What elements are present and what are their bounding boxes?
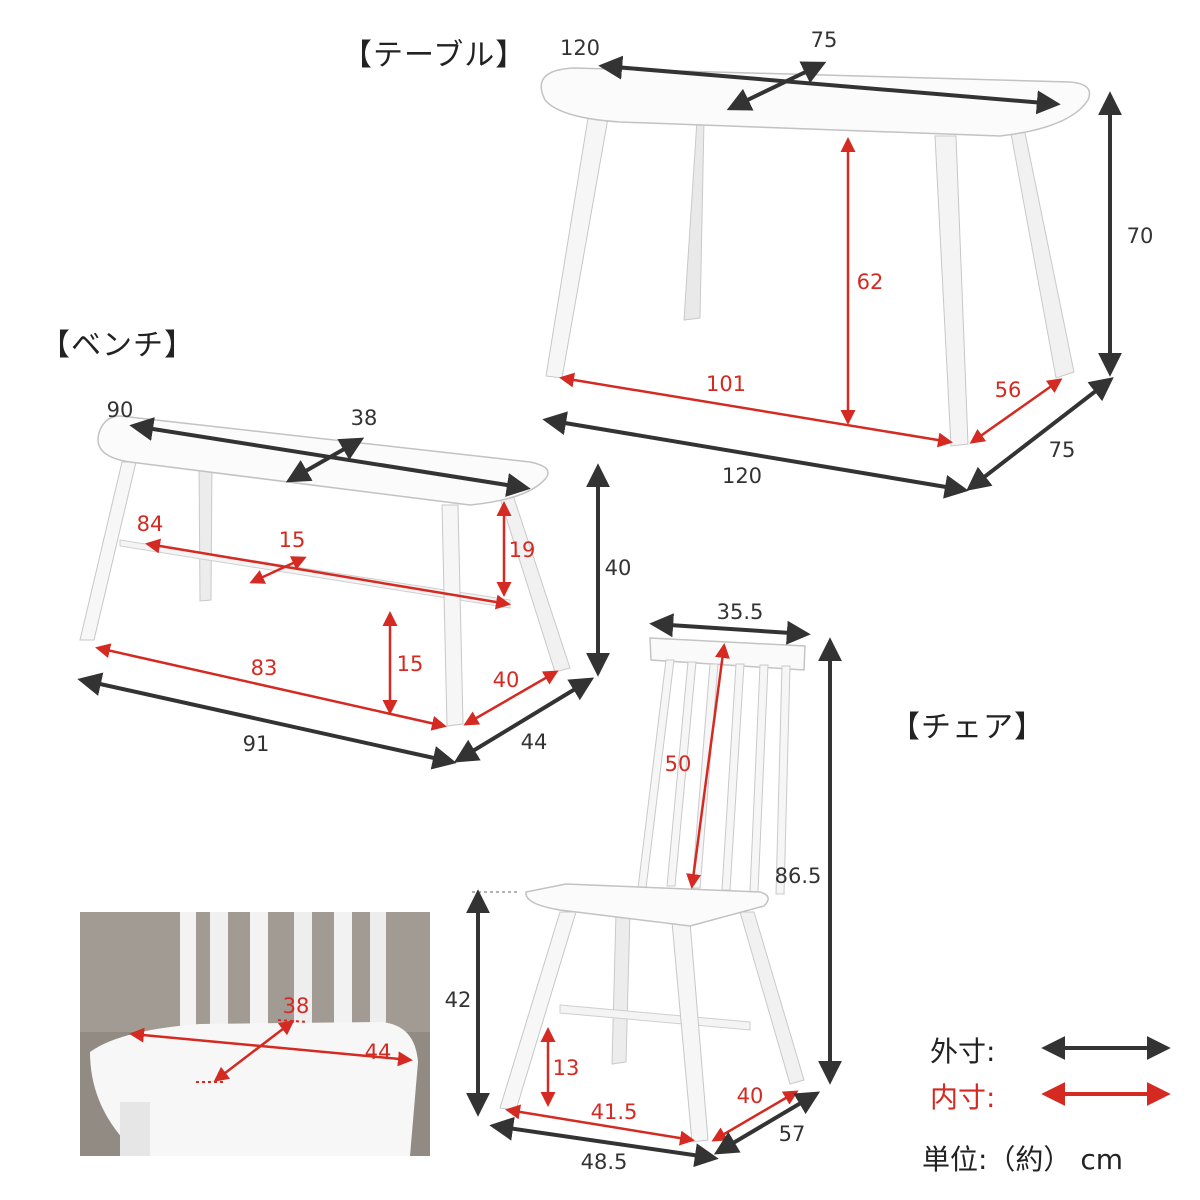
table-top-length-label: 120 xyxy=(559,36,601,60)
table-height-label: 70 xyxy=(1126,224,1154,248)
chair-stretcher-height-label: 13 xyxy=(552,1056,580,1080)
chair-seat-height-label: 42 xyxy=(444,988,472,1012)
bench-stretcher-height-label: 15 xyxy=(396,652,424,676)
table-top-depth-label: 75 xyxy=(810,28,838,52)
chair-total-height-label: 86.5 xyxy=(774,864,822,888)
table-inner-height-label: 62 xyxy=(856,270,884,294)
chair-inner-width-label: 41.5 xyxy=(590,1100,638,1124)
bench-top-length-label: 90 xyxy=(106,398,134,422)
chair-backrest-height-label: 50 xyxy=(664,752,692,776)
bench-base-width-label: 91 xyxy=(242,732,270,756)
bench-top-depth-label: 38 xyxy=(350,406,378,430)
table-section-title: 【テーブル】 xyxy=(342,38,527,73)
chair-illustration xyxy=(499,637,806,1143)
chair-base-width-label: 48.5 xyxy=(580,1150,628,1174)
legend-inner-label: 内寸: xyxy=(930,1081,996,1114)
bench-section-title: 【ベンチ】 xyxy=(40,328,195,363)
chair-section-title: 【チェア】 xyxy=(890,710,1045,745)
table-base-width-label: 120 xyxy=(721,464,763,488)
bench-stretcher-length-label: 84 xyxy=(136,512,164,536)
table-inner-depth-label: 56 xyxy=(994,378,1022,402)
bench-stretcher-depth-label: 15 xyxy=(278,528,306,552)
chair-seat-photo: 38 44 xyxy=(80,912,430,1156)
bench-seat-rail-height-label: 19 xyxy=(508,538,536,562)
bench-inner-depth-label: 40 xyxy=(492,668,520,692)
chair-base-depth-label: 57 xyxy=(778,1122,806,1146)
chair-backrest-width-label: 35.5 xyxy=(716,600,764,624)
table-base-depth-label: 75 xyxy=(1048,438,1076,462)
bench-height-label: 40 xyxy=(604,556,632,580)
bench-base-depth-label: 44 xyxy=(520,730,548,754)
legend-outer-label: 外寸: xyxy=(930,1035,996,1068)
legend-unit-label: 単位:（約） cm xyxy=(922,1143,1124,1176)
photo-seat-depth-label: 38 xyxy=(282,994,310,1018)
bench-inner-width-label: 83 xyxy=(250,656,278,680)
table-inner-width-label: 101 xyxy=(705,372,747,396)
chair-inner-depth-label: 40 xyxy=(736,1084,764,1108)
photo-seat-width-label: 44 xyxy=(364,1040,392,1064)
